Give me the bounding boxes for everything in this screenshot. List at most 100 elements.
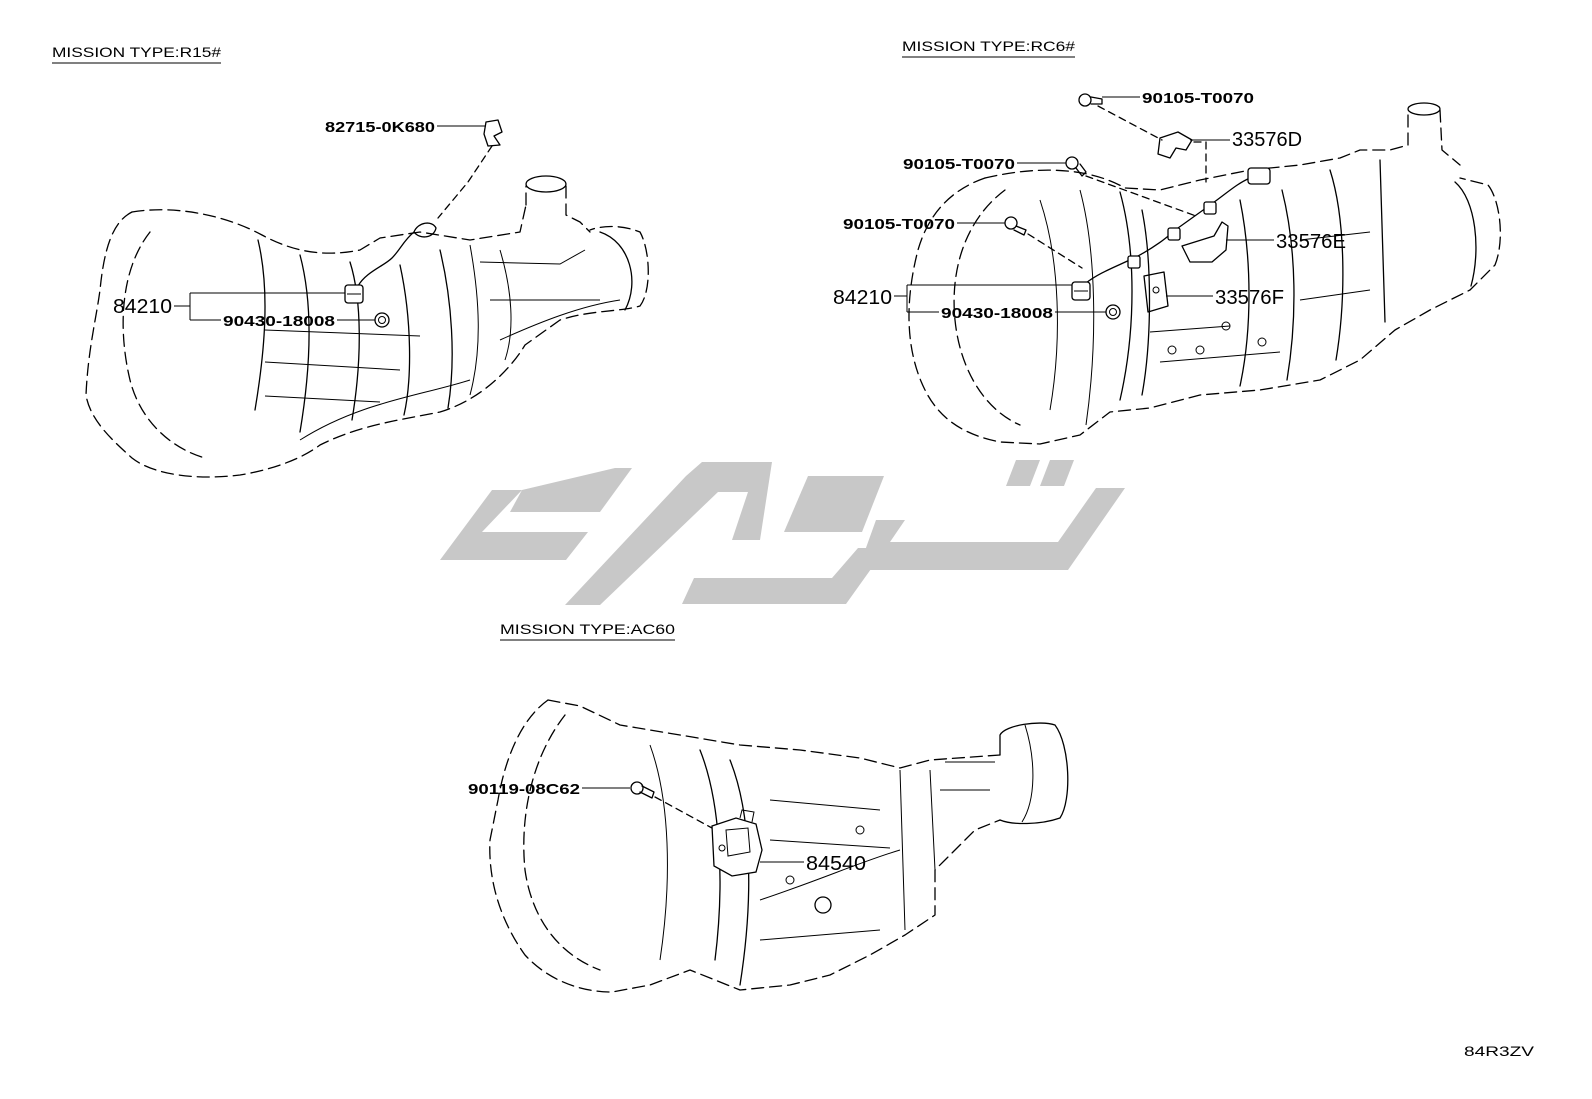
shift-tower-top	[525, 175, 567, 193]
case-bolt	[1195, 345, 1205, 355]
section-title-r15: MISSION TYPE:R15#	[52, 44, 221, 60]
case-rib	[759, 799, 891, 941]
case-bolt	[855, 825, 865, 835]
case-plug	[814, 896, 832, 914]
case-rib	[649, 744, 995, 961]
section-rc6: MISSION TYPE:RC6#	[833, 38, 1501, 445]
transmission-rc6	[908, 102, 1501, 445]
bracket-d-alignment	[1193, 141, 1207, 183]
case-rib	[479, 249, 621, 341]
watermark-shape-9	[1040, 460, 1074, 486]
transmission-ac60	[489, 699, 1069, 993]
case-rib	[1039, 189, 1095, 426]
switch-detail	[718, 844, 726, 852]
case-bolt	[1257, 337, 1267, 347]
gasket-washer	[1105, 304, 1121, 320]
sensor-wire	[1085, 177, 1251, 284]
case-rib	[1149, 231, 1371, 363]
case-rib	[469, 244, 512, 396]
wire-bracket	[413, 222, 437, 238]
part-number-bolt-upper: 90105-T0070	[1142, 90, 1254, 107]
bracket-e	[1181, 221, 1229, 263]
bolt-alignment	[654, 796, 713, 829]
case-rib	[1239, 199, 1250, 387]
bracket-leader-sensor	[174, 292, 345, 321]
bolt-shank	[639, 785, 655, 799]
bracket-f-hole	[1152, 286, 1160, 294]
bolt-upper-alignment	[1097, 105, 1163, 141]
bolt-upper	[1078, 93, 1103, 107]
part-number-gasket: 90430-18008	[941, 305, 1053, 322]
output-flange	[599, 231, 633, 311]
bolt	[630, 781, 655, 799]
part-number-bracket-d: 33576D	[1232, 129, 1302, 151]
section-title-ac60: MISSION TYPE:AC60	[500, 621, 675, 637]
gasket-washer-hole	[378, 316, 386, 324]
case-outline-upper	[131, 204, 527, 254]
gasket-washer-hole	[1109, 308, 1117, 316]
bolt-head	[1065, 156, 1079, 170]
neutral-start-switch	[711, 809, 763, 877]
watermark-shape-3	[565, 462, 772, 605]
tail-housing	[999, 722, 1069, 825]
part-number-bracket-f: 33576F	[1215, 287, 1284, 309]
section-r15: MISSION TYPE:R15#	[52, 44, 649, 478]
bolt-lower	[1004, 216, 1027, 236]
section-title-rc6: MISSION TYPE:RC6#	[902, 38, 1075, 54]
case-rib	[1329, 169, 1344, 361]
switch-detail	[725, 809, 755, 857]
watermark-shape-6	[718, 548, 886, 604]
bolt-middle-alignment	[1085, 175, 1197, 217]
case-rib	[299, 379, 471, 441]
bolt-head	[1004, 216, 1018, 230]
sensor-wire	[357, 231, 415, 287]
clip-alignment-line	[437, 145, 493, 219]
watermark-shape-2	[510, 468, 632, 512]
watermark-shape-7	[858, 488, 1125, 570]
part-number-bolt-lower: 90105-T0070	[843, 216, 955, 233]
case-rib	[264, 329, 421, 403]
bracket-d	[1157, 131, 1193, 159]
part-number-bolt-middle: 90105-T0070	[903, 156, 1015, 173]
case-rib	[1379, 159, 1386, 323]
case-rib	[1141, 209, 1151, 396]
bolt-shank	[1013, 225, 1027, 236]
bolt-shank	[1090, 96, 1103, 105]
gasket-washer	[374, 312, 390, 328]
sensor-clip	[483, 119, 503, 147]
case-rib	[759, 769, 936, 931]
illustration-code: 84R3ZV	[1464, 1043, 1535, 1059]
case-rib	[399, 264, 411, 416]
case-outline-lower	[85, 211, 649, 478]
watermark-shape-5	[784, 476, 884, 532]
wire-clamp	[1127, 255, 1141, 269]
bell-opening	[122, 231, 206, 459]
case-rib	[1281, 189, 1295, 381]
part-number-sensor: 84210	[833, 287, 892, 309]
watermark-shape-1	[440, 490, 588, 560]
wire-clamp	[1167, 227, 1181, 241]
wire-clamp	[1203, 201, 1217, 215]
section-ac60: MISSION TYPE:AC60 90119-08	[468, 621, 1069, 993]
part-number-switch: 84540	[806, 853, 866, 875]
switch-body	[711, 817, 763, 877]
bell-opening	[953, 189, 1021, 426]
shift-tower	[525, 185, 591, 233]
bolt-lower-alignment	[1027, 233, 1083, 269]
part-number-gasket: 90430-18008	[223, 313, 335, 330]
case-rib	[254, 239, 266, 411]
case-bolt	[785, 875, 795, 885]
output-housing	[1454, 181, 1477, 287]
part-number-bracket-e: 33576E	[1276, 231, 1346, 253]
bolt-head	[1078, 93, 1092, 107]
case-outline-upper	[984, 144, 1409, 191]
watermark-shape-8	[1006, 460, 1040, 486]
case-rib	[439, 249, 453, 409]
case-rib	[299, 254, 310, 433]
part-number-sensor: 84210	[113, 296, 172, 318]
case-outline-lower	[908, 177, 1501, 445]
part-number-bolt: 90119-08C62	[468, 781, 580, 798]
case-outline-upper	[547, 699, 1001, 769]
bolt-shank	[1075, 163, 1087, 177]
